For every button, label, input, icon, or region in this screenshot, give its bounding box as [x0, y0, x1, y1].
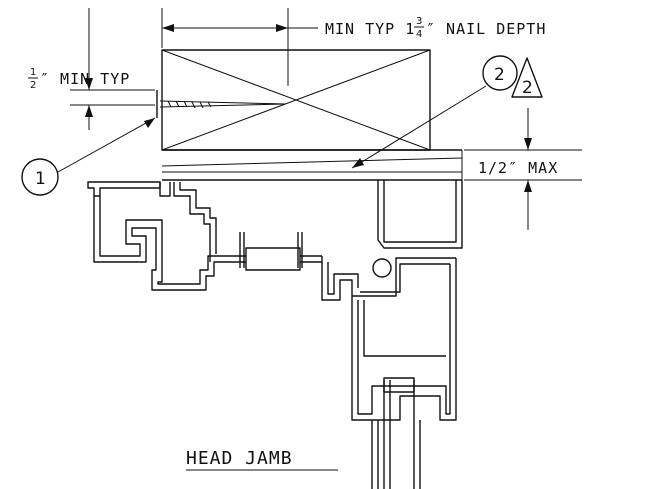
half-fraction-denominator: 2 — [30, 80, 36, 91]
callout-2 — [351, 55, 543, 169]
nail — [156, 90, 287, 118]
callout-1 — [21, 117, 156, 196]
shim-layer — [161, 149, 463, 181]
nail-depth-label-suffix: ″ NAIL DEPTH — [426, 20, 546, 38]
half-fraction-numerator: 1 — [30, 67, 36, 78]
nail-depth-fraction-denominator: 4 — [416, 29, 422, 40]
max-gap-dimension — [464, 108, 582, 230]
callout-2-number: 2 — [494, 65, 505, 85]
window-frame-profile — [87, 180, 463, 489]
drawing-title: HEAD JAMB — [186, 448, 293, 469]
callout-2-triangle-number: 2 — [522, 78, 533, 98]
max-gap-label: 1/2″ MAX — [478, 159, 558, 177]
callout-1-number: 1 — [35, 169, 46, 189]
nail-depth-fraction-numerator: 3 — [416, 16, 422, 27]
wood-header-block — [161, 49, 431, 151]
half-inch-min-dimension — [70, 8, 155, 130]
nail-depth-dimension — [161, 8, 318, 86]
nail-depth-label-prefix: MIN TYP 1 — [325, 20, 415, 38]
half-min-label-suffix: ″ MIN TYP — [40, 70, 130, 88]
